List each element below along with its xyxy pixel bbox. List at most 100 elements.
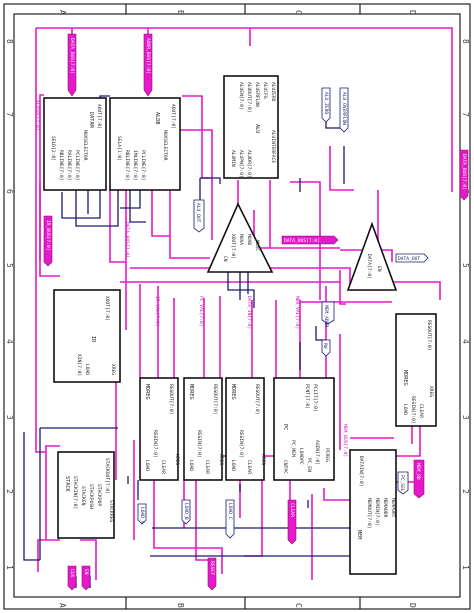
- svg-text:DATA_BUS[7:0]: DATA_BUS[7:0]: [69, 38, 75, 74]
- aldb-pin-0: SELA[1:0]: [116, 136, 122, 161]
- tri-a-pin-2: MUXA: [238, 234, 244, 245]
- row-label-8-left: 8: [5, 39, 14, 44]
- mdr-block: MDREG REGOUT[7:0] LOAD REGIN[7:0] CLEAR …: [395, 313, 437, 427]
- datam-pin-0: SELD[2:0]: [50, 136, 56, 161]
- datam-pin-3: PCLINE[7:0]: [74, 150, 80, 180]
- alu-pin-4: ALUOUT[7:0]: [246, 82, 252, 112]
- datam-mux-block: DATAM SELD[2:0] RBLINE[7:0] RALINE[7:0] …: [43, 97, 107, 191]
- stack-pin-3: STACKPUSH: [88, 484, 94, 509]
- svg-text:DATA_BUS[7:0]: DATA_BUS[7:0]: [284, 238, 320, 244]
- reg-c-name: MDREG: [230, 384, 236, 400]
- bus-label-mid-a: IR_VAL[7:0]: [154, 296, 160, 326]
- memory-block: MEM MEMOUT[7:0] MEMIN[7:0] MEMADDR DATAI…: [349, 449, 397, 575]
- svg-text:MEM_ADDR: MEM_ADDR: [323, 305, 329, 327]
- reg-a-pin-3: CLEAR: [160, 460, 166, 474]
- svg-text:DATA_BUS[7:0]: DATA_BUS[7:0]: [461, 154, 467, 190]
- flag-data-out: DATA_OUT: [395, 253, 429, 263]
- svg-text:RESET: RESET: [209, 561, 215, 575]
- mdr-pin-1: LOAD: [402, 404, 408, 415]
- ir-register-block: IR XOUT[7:0] LOAD XIN[7:0] XREG: [53, 289, 121, 383]
- stack-pin-1: STACKOUT[7:0]: [104, 458, 110, 494]
- aldb-pin-2: IMLINE[7:0]: [132, 150, 138, 180]
- alu-pin-3: ALUEN[7:0]: [238, 82, 244, 110]
- alu-block: ALU ALUMIN ALUPN[7:0] ALUDR[7:0] ALUEN[7…: [223, 75, 279, 179]
- row-label-2-left: 2: [5, 489, 14, 494]
- pc-pin-6: AUIN[7:0]: [314, 440, 320, 465]
- ir-pin-1: LOAD: [84, 364, 90, 375]
- datam-caption: MUXSELECTOR: [82, 130, 88, 161]
- flag-alu-overflow: ALU_OVERFLOW: [339, 87, 349, 133]
- tri-a-pin-3: MUXB: [246, 234, 252, 245]
- reg-c-pin-0: REGOUT[7:0]: [254, 384, 260, 414]
- reg-a-caption: XREG: [174, 454, 180, 465]
- stack-pin-4: STACKPOP: [96, 484, 102, 506]
- svg-text:IR_BUS[7:0]: IR_BUS[7:0]: [45, 220, 51, 250]
- aldb-name: ALDB: [154, 112, 160, 125]
- reg-b-pin-2: LOAD: [188, 460, 194, 471]
- aldb-mux-block: ALDB SELA[1:0] RBLINE[7:0] IMLINE[7:0] P…: [109, 97, 181, 191]
- bus-label-left-a: ALUSRC[7:0]: [34, 100, 40, 130]
- col-label-d-bottom: D: [408, 603, 417, 608]
- reg-b-pin-0: REGOUT[7:0]: [212, 384, 218, 414]
- reg-b-pin-1: REGIN[7:0]: [196, 430, 202, 458]
- alu-name: ALU: [254, 124, 260, 133]
- datam-pin-2: RALINE[7:0]: [66, 150, 72, 180]
- reg-c-caption: XREG: [260, 454, 266, 465]
- bus-label-left-b: DATA_BUS[7:0]: [124, 222, 130, 258]
- mdr-caption: XREG: [428, 386, 434, 397]
- alu-pin-7: ALUZERO: [270, 82, 276, 102]
- alu-pin-0: ALUMIN: [230, 150, 236, 167]
- svg-text:RW: RW: [322, 343, 328, 349]
- bus-labels: ALUSRC[7:0] DATA_BUS[7:0] IR_VAL[7:0] PC…: [34, 100, 348, 457]
- stack-pin-0: STACKIN[7:0]: [72, 476, 78, 509]
- svg-text:CLEAR: CLEAR: [289, 503, 295, 517]
- reg-b-pin-3: CLEAR: [204, 460, 210, 474]
- reg-c-pin-3: CLEAR: [246, 460, 252, 474]
- svg-text:LOAD_B: LOAD_B: [183, 503, 189, 520]
- flag-reset: RESET: [207, 557, 217, 591]
- flag-alu-zero: ALU_ZERO: [321, 87, 331, 123]
- tri-b-pin-1: EN: [376, 266, 382, 272]
- col-label-c-bottom: C: [294, 603, 303, 608]
- ir-name: IR: [90, 336, 96, 343]
- pc-pin-1: PCLIT[7:0]: [312, 384, 318, 412]
- bus-label-mid-d: MDR_VAL[7:0]: [294, 296, 300, 329]
- stack-block: STACK STACKIN[7:0] STACKOUT[7:0] STACKEN…: [57, 451, 115, 539]
- flag-clear: CLEAR: [287, 499, 297, 545]
- row-label-7-right: 7: [461, 112, 470, 117]
- alu-pin-5: ALUERFLOW: [254, 82, 260, 107]
- tristate-buffer-b: DATA[7:0] EN: [346, 221, 398, 291]
- reg-c-pin-2: LOAD: [230, 460, 236, 471]
- col-label-b-top: B: [176, 10, 185, 15]
- mem-pin-1: MEMIN[7:0]: [374, 498, 380, 526]
- svg-text:ADDR_BUS[7:0]: ADDR_BUS[7:0]: [145, 38, 151, 74]
- alu-pin-1: ALUPN[7:0]: [238, 150, 244, 178]
- flag-clk: CLK: [67, 565, 77, 591]
- svg-text:DATA_OUT: DATA_OUT: [398, 256, 420, 262]
- row-label-4-left: 4: [5, 339, 14, 344]
- svg-text:LOAD_C: LOAD_C: [227, 503, 233, 520]
- svg-text:CLK: CLK: [69, 569, 75, 578]
- row-label-4-right: 4: [461, 339, 470, 344]
- svg-text:ALU_OUT: ALU_OUT: [195, 203, 201, 223]
- datam-name: DATAM: [88, 112, 94, 128]
- row-label-1-left: 1: [5, 565, 14, 570]
- flag-load-a: LOAD_A: [137, 503, 147, 525]
- svg-text:LOAD_A: LOAD_A: [139, 507, 145, 524]
- aldb-pin-4: AOUT[7:0]: [170, 104, 176, 129]
- ir-pin-2: XIN[7:0]: [76, 354, 82, 376]
- pc-pin-0: PCNT[7:0]: [304, 384, 310, 409]
- row-label-7-left: 7: [5, 112, 14, 117]
- reg-b-name: MDREG: [188, 384, 194, 400]
- alu-pin-2: ALUDR[7:0]: [246, 150, 252, 178]
- flag-en: EN: [81, 565, 91, 591]
- col-label-c-top: C: [294, 10, 303, 15]
- pc-pin-7: PCREG: [324, 448, 330, 462]
- aldb-caption: MUXSELECTOR: [162, 130, 168, 161]
- flag-mem-rd: MEM_RD: [413, 459, 425, 499]
- datam-pin-1: RBLINE[7:0]: [58, 150, 64, 180]
- reg-a-pin-1: REGIN[7:0]: [152, 430, 158, 458]
- col-label-d-top: D: [408, 10, 417, 15]
- pc-block: PC PCNT[7:0] PCLIT[7:0] PC_MEM CNTPC LOA…: [273, 377, 335, 481]
